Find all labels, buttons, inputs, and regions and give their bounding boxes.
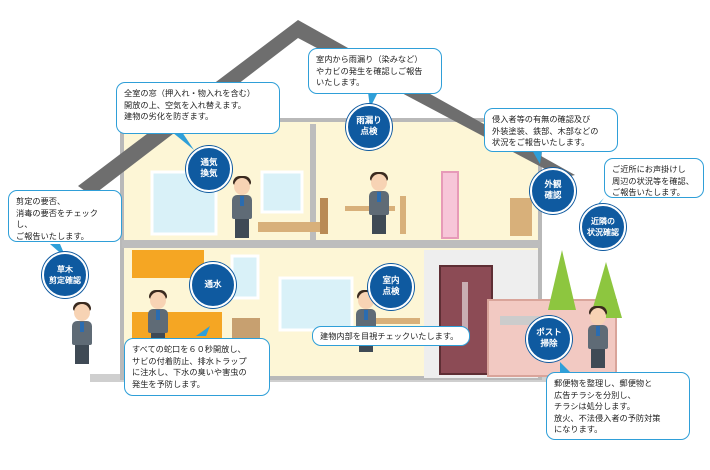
- door-upper: [441, 171, 459, 239]
- staff-person-water: [146, 290, 170, 352]
- badge-water: 通水: [190, 262, 236, 308]
- badge-post: ポスト 掃除: [526, 316, 572, 362]
- window-upper-mid: [260, 170, 304, 214]
- staff-person-leak: [367, 172, 391, 234]
- bubble-tail-post: [560, 362, 570, 372]
- bubble-indoor: 建物内部を目視チェックいたします。: [312, 326, 470, 346]
- door-glass: [462, 282, 468, 338]
- badge-ventilation: 通気 換気: [186, 146, 232, 192]
- bubble-leak: 室内から雨漏り（染みなど） やカビの発生を確認しご報告 いたします。: [308, 48, 442, 94]
- bubble-neighbor: ご近所にお声掛けし 周辺の状況等を確認、 ご報告いたします。: [604, 158, 704, 198]
- kitchen-counter: [132, 312, 222, 342]
- tree-right: [590, 262, 622, 318]
- window-lower: [278, 276, 354, 332]
- staff-person-ventilation: [230, 176, 254, 238]
- badge-leak: 雨漏り 点検: [346, 104, 392, 150]
- bubble-plants: 剪定の要否、 消毒の要否をチェックし、 ご報告いたします。: [8, 190, 122, 242]
- bubble-tail-exterior: [532, 150, 542, 164]
- bubble-exterior: 侵入者等の有無の確認及び 外装塗装、鉄部、木部などの 状況をご報告いたします。: [484, 108, 618, 152]
- bubble-tail-water: [196, 326, 210, 336]
- bubble-post: 郵便物を整理し、郵便物と 広告チラシを分別し、 チラシは処分します。 放火、不法…: [546, 372, 690, 440]
- badge-indoor: 室内 点検: [368, 264, 414, 310]
- floor-divider: [122, 240, 540, 248]
- bubble-ventilation: 全室の窓（押入れ・物入れを含む） 開放の上、空気を入れ替えます。 建物の劣化を防…: [116, 82, 280, 134]
- staff-person-plants: [70, 302, 94, 364]
- mailbox: [500, 316, 540, 325]
- bed-headboard: [320, 198, 328, 234]
- dining-table: [360, 318, 420, 324]
- cabinet-upper: [510, 198, 532, 236]
- staff-person-post: [586, 306, 610, 368]
- badge-neighbor: 近隣の 状況確認: [580, 204, 626, 250]
- room-divider-upper: [310, 124, 316, 242]
- tree-back: [548, 250, 576, 310]
- window-kitchen: [230, 254, 260, 300]
- badge-plants: 草木 剪定確認: [42, 252, 88, 298]
- badge-exterior: 外観 確認: [530, 168, 576, 214]
- bubble-tail-ventilation: [172, 132, 194, 150]
- chair: [400, 196, 406, 234]
- bed: [258, 222, 328, 232]
- bubble-water: すべての蛇口を６０秒開放し、 サビの付着防止、排水トラップ に注水し、下水の臭い…: [124, 338, 270, 396]
